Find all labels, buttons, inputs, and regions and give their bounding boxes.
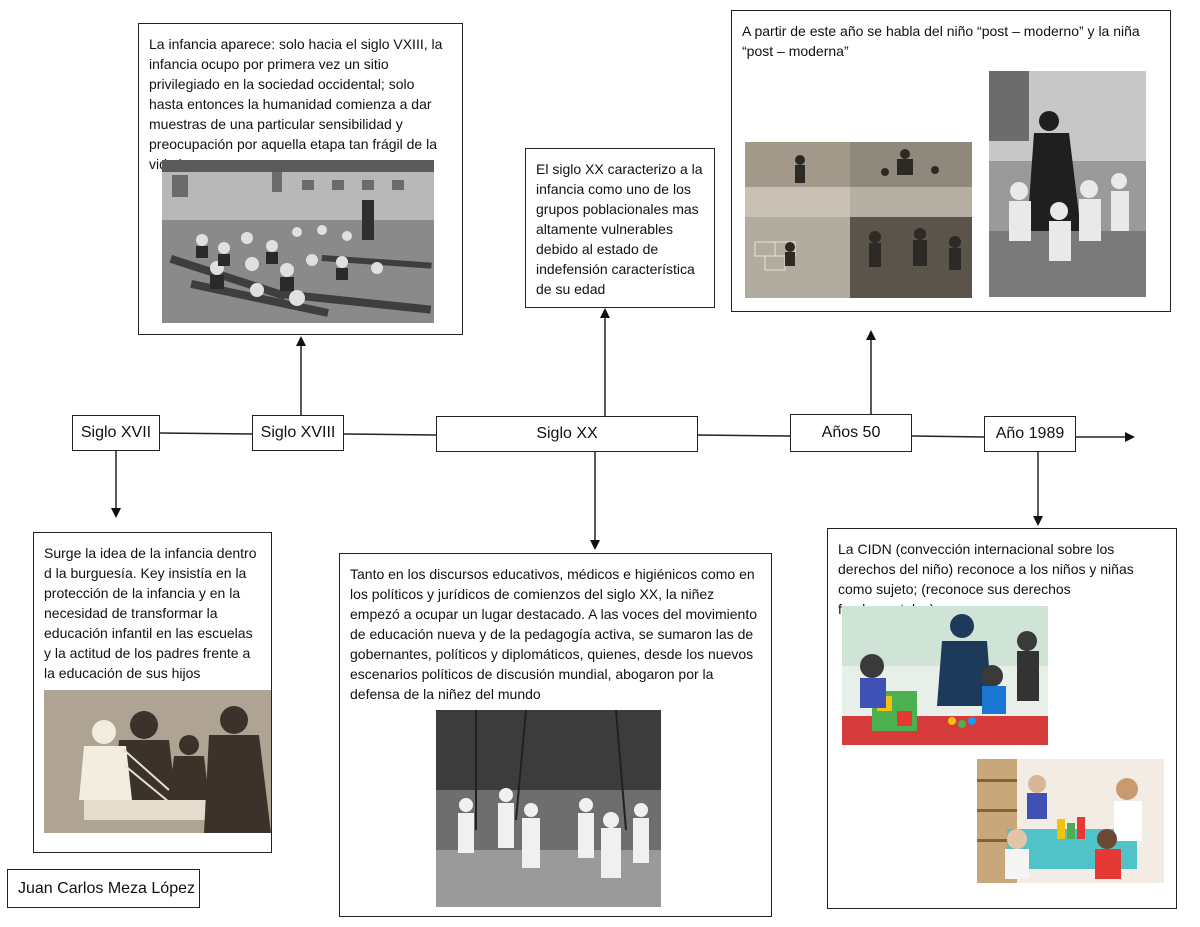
classroom-toys-photo <box>842 606 1048 745</box>
timeline-segment <box>696 434 791 437</box>
teacher-with-children-photo <box>989 71 1146 297</box>
era-siglo-xviii: Siglo XVIII <box>252 415 344 451</box>
author-name-box: Juan Carlos Meza López <box>7 869 200 908</box>
note-text: Tanto en los discursos educativos, médic… <box>350 566 758 702</box>
playground-children-photo <box>436 710 661 907</box>
era-label: Siglo XVII <box>80 424 152 441</box>
note-text: Surge la idea de la infancia dentro d la… <box>44 545 257 681</box>
era-label: Siglo XX <box>536 425 598 442</box>
children-playing-collage <box>745 142 972 298</box>
timeline-segment <box>343 433 437 436</box>
era-siglo-xx: Siglo XX <box>436 416 698 452</box>
timeline-segment <box>158 432 253 435</box>
note-text: El siglo XX caracterizo a la infancia co… <box>536 161 703 297</box>
era-label: Año 1989 <box>995 425 1065 442</box>
note-text: A partir de este año se habla del niño “… <box>742 23 1140 59</box>
era-ano-1989: Año 1989 <box>984 416 1076 452</box>
timeline-segment <box>911 435 985 438</box>
teacher-kids-table-photo <box>977 759 1164 883</box>
era-label: Años 50 <box>821 424 881 441</box>
family-portrait-photo <box>44 690 271 833</box>
era-siglo-xvii: Siglo XVII <box>72 415 160 451</box>
note-text: La infancia aparece: solo hacia el siglo… <box>149 36 443 172</box>
author-name: Juan Carlos Meza López <box>18 879 195 897</box>
note-siglo-xx-top: El siglo XX caracterizo a la infancia co… <box>525 148 715 308</box>
era-anos-50: Años 50 <box>790 414 912 452</box>
classroom-photo <box>162 160 434 323</box>
era-label: Siglo XVIII <box>260 424 336 441</box>
